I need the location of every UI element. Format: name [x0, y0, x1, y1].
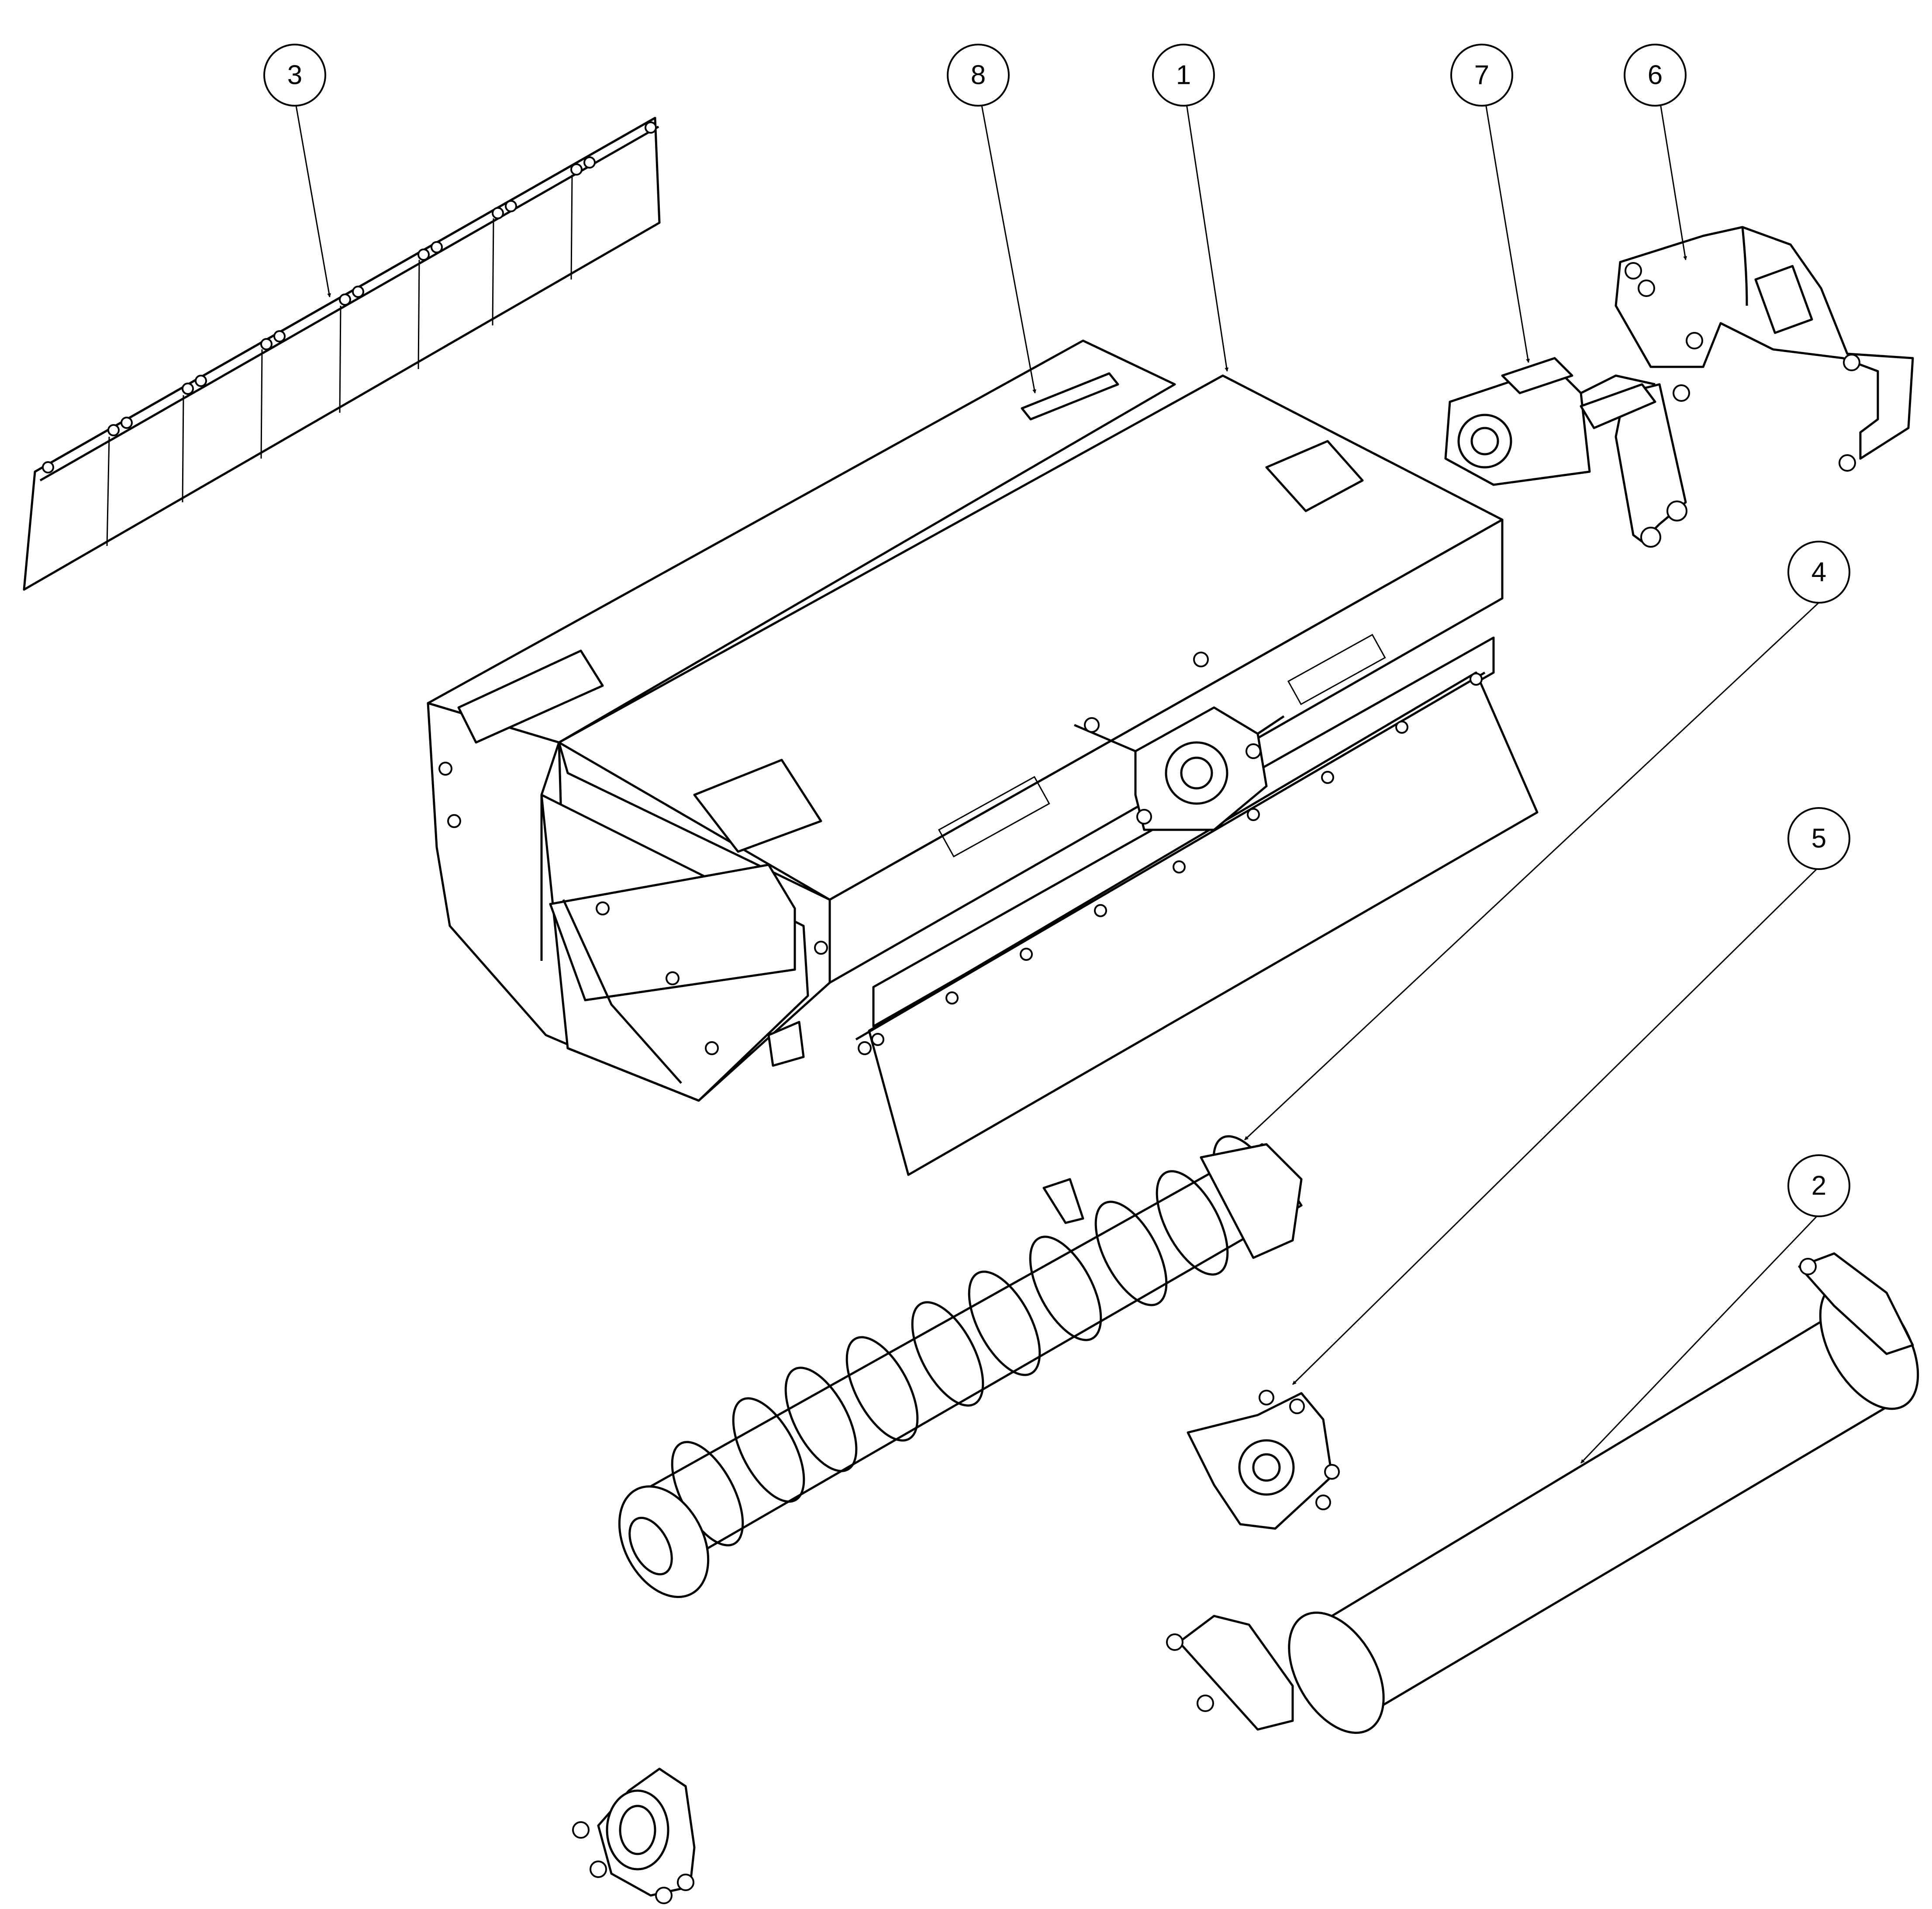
motor-guard-bracket: [1615, 226, 1914, 472]
leader-6: [1659, 98, 1687, 260]
leader-1: [1185, 98, 1229, 372]
leader-4: [1244, 600, 1822, 1141]
main-housing: [427, 339, 1539, 1176]
callout-1: 1: [1152, 44, 1215, 107]
callout-label: 2: [1811, 1171, 1826, 1201]
callout-3: 3: [263, 44, 326, 107]
hydraulic-motor: [1444, 357, 1687, 548]
callout-5: 5: [1787, 807, 1850, 870]
bearing-flange-lower: [1187, 1390, 1340, 1530]
leader-8: [980, 98, 1036, 394]
leader-5: [1292, 864, 1822, 1385]
leader-7: [1484, 98, 1530, 363]
callout-label: 1: [1176, 60, 1191, 90]
callout-2: 2: [1787, 1154, 1850, 1217]
bearing-flange-bottom: [572, 1767, 696, 1904]
leader-lines: [294, 98, 1822, 1464]
rear-roller: [1166, 1252, 1919, 1734]
callout-7: 7: [1450, 44, 1513, 107]
leader-3: [294, 98, 331, 297]
rubber-flap-strip: [23, 117, 661, 591]
callout-8: 8: [947, 44, 1010, 107]
flail-rotor-shaft: [618, 1135, 1303, 1598]
callout-label: 5: [1811, 824, 1826, 854]
callout-label: 6: [1648, 60, 1663, 90]
callout-label: 4: [1811, 557, 1826, 587]
callout-label: 7: [1474, 60, 1489, 90]
leader-2: [1580, 1213, 1820, 1464]
callout-6: 6: [1624, 44, 1687, 107]
callout-label: 3: [287, 60, 302, 90]
callout-label: 8: [971, 60, 986, 90]
callout-4: 4: [1787, 541, 1850, 604]
